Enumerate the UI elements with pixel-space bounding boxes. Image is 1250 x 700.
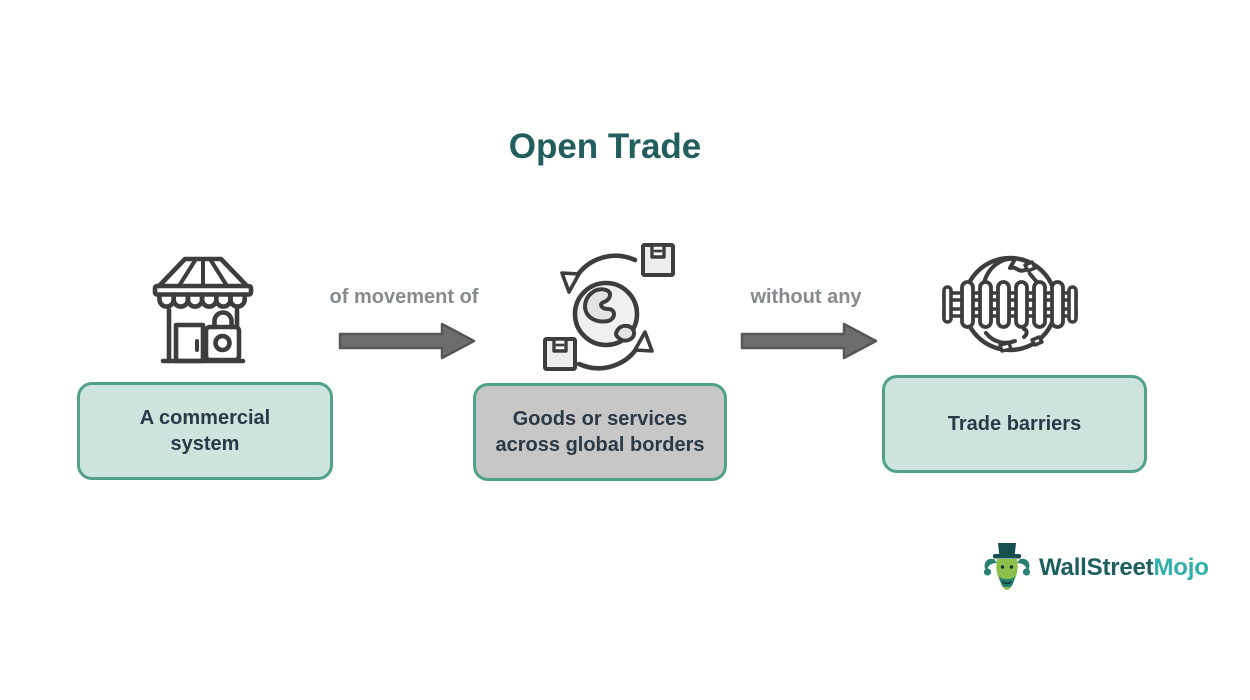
node-label: A commercial system	[139, 407, 271, 455]
global-trade-icon	[539, 241, 679, 375]
wordmark-secondary: Mojo	[1153, 554, 1209, 581]
wallstreetmojo-bull-icon	[982, 540, 1032, 596]
node-label: Goods or services across global borders	[495, 408, 705, 456]
connector-label-2: without any	[750, 286, 862, 308]
block-arrow-right-icon	[338, 322, 478, 360]
wallstreetmojo-logo: WallStreetMojo	[982, 540, 1209, 596]
wallstreetmojo-wordmark: WallStreetMojo	[1039, 554, 1209, 582]
node-label: Trade barriers	[947, 413, 1082, 435]
node-goods-services: Goods or services across global borders	[473, 383, 727, 481]
storefront-icon	[142, 246, 264, 372]
node-commercial-system: A commercial system	[77, 382, 333, 480]
page-title: Open Trade	[508, 127, 702, 166]
trade-barrier-globe-icon	[940, 245, 1080, 367]
node-trade-barriers: Trade barriers	[882, 375, 1147, 473]
connector-label-1: of movement of	[329, 286, 479, 308]
wordmark-primary: WallStreet	[1039, 554, 1154, 581]
block-arrow-right-icon	[740, 322, 880, 360]
